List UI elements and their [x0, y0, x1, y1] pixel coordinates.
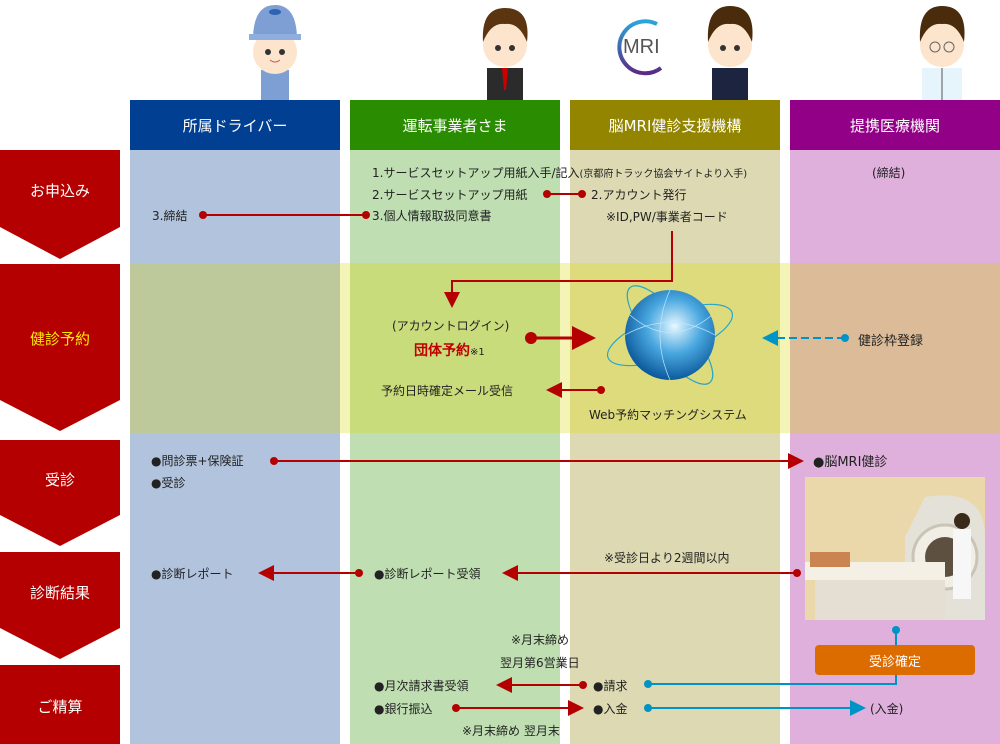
medical-contract-text: (締結) [872, 166, 906, 180]
step-arrow-reserve [0, 264, 120, 431]
group-booking-text: 団体予約※1 [414, 340, 485, 360]
column-operator [350, 150, 560, 744]
step-label-reserve: 健診予約 [29, 330, 90, 348]
driver-report-text: ●診断レポート [151, 567, 234, 581]
account-login-text: (アカウントログイン) [392, 319, 510, 333]
group-booking-note: ※1 [470, 347, 485, 358]
reserve-band-driver [130, 263, 340, 433]
flow-contract-driver-operator [199, 211, 370, 219]
group-booking-label: 団体予約 [414, 343, 470, 359]
operator-transfer-text: ●銀行振込 [374, 702, 433, 716]
step-arrows [0, 150, 120, 744]
step-arrow-settle [0, 665, 120, 744]
operator-step1-note: (京都府トラック協会サイトより入手) [579, 169, 748, 180]
operator-step3-text: 3.個人情報取扱同意書 [372, 209, 492, 223]
reserve-band-medical [790, 263, 1000, 433]
column-header-driver: 所属ドライバー [130, 100, 340, 150]
column-header-operator: 運転事業者さま [350, 100, 560, 150]
medical-payment-text: (入金) [870, 702, 904, 716]
flow-setup-to-account [543, 190, 586, 198]
flow-confirm-mail [546, 382, 605, 398]
reserve-band-gap1 [340, 263, 350, 433]
slot-register-text: 健診枠登録 [858, 334, 924, 349]
step-label-result: 診断結果 [29, 584, 90, 602]
reserve-band-operator [350, 263, 560, 433]
column-header-medical: 提携医療機関 [790, 100, 1000, 150]
operator-report-text: ●診断レポート受領 [374, 567, 481, 581]
step-label-apply: お申込み [29, 182, 90, 200]
flow-report-to-driver [258, 565, 363, 581]
report-timing-note: ※受診日より2週間以内 [604, 551, 730, 565]
step-arrow-apply [0, 150, 120, 259]
mri-account-issue-text: 2.アカウント発行 [591, 188, 687, 202]
column-header-mri-org: 脳MRI健診支援機構 [570, 100, 780, 150]
step-arrow-result [0, 552, 120, 659]
operator-illustration [475, 0, 535, 100]
flow-report-to-operator [502, 565, 801, 581]
mri-logo: MRI [605, 14, 675, 80]
mri-logo-text: MRI [623, 36, 660, 58]
reserve-band-gap2 [560, 263, 570, 433]
invoice-note-line1: ※月末締め [511, 633, 570, 647]
medical-mri-exam-text: ●脳MRI健診 [813, 455, 888, 470]
operator-step1-text: 1.サービスセットアップ用紙入手/記入(京都府トラック協会サイトより入手) [372, 164, 747, 181]
operator-invoice-text: ●月次請求書受領 [374, 679, 469, 693]
web-system-label: Web予約マッチングシステム [589, 408, 747, 422]
flow-payment-to-medical [644, 700, 866, 716]
globe-icon [600, 270, 740, 400]
mri-account-note: ※ID,PW/事業者コード [606, 210, 728, 224]
mri-invoice-text: ●請求 [593, 679, 628, 693]
driver-illustration [245, 0, 305, 100]
driver-exam-text: ●受診 [151, 476, 186, 490]
mri-exam-photo [805, 477, 985, 620]
mri-payment-text: ●入金 [593, 702, 628, 716]
flow-transfer [452, 700, 584, 716]
confirm-mail-text: 予約日時確定メール受信 [381, 384, 514, 398]
exam-confirmed-badge: 受診確定 [815, 645, 975, 675]
driver-contract-text: 3.締結 [152, 209, 188, 223]
flow-exam [270, 453, 804, 469]
flow-group-booking [525, 326, 596, 350]
column-driver [130, 150, 340, 744]
flow-confirm-to-invoice [644, 626, 900, 688]
reserve-band-gap3 [780, 263, 790, 433]
flow-invoice [496, 677, 587, 693]
flow-slot-register [762, 330, 849, 346]
doctor-illustration [910, 0, 975, 100]
transfer-note: ※月末締め 翌月末 [462, 724, 560, 738]
mri-staff-illustration [700, 0, 760, 100]
step-label-settle: ご精算 [37, 698, 83, 716]
operator-step1-label: 1.サービスセットアップ用紙入手/記入 [372, 166, 580, 180]
driver-questionnaire-text: ●問診票+保険証 [151, 454, 244, 468]
invoice-note-line2: 翌月第6営業日 [500, 656, 580, 670]
step-arrow-exam [0, 440, 120, 546]
column-mri-org [570, 150, 780, 744]
operator-step2-text: 2.サービスセットアップ用紙 [372, 188, 528, 202]
step-label-exam: 受診 [44, 471, 75, 489]
flow-account-to-login [444, 231, 673, 308]
